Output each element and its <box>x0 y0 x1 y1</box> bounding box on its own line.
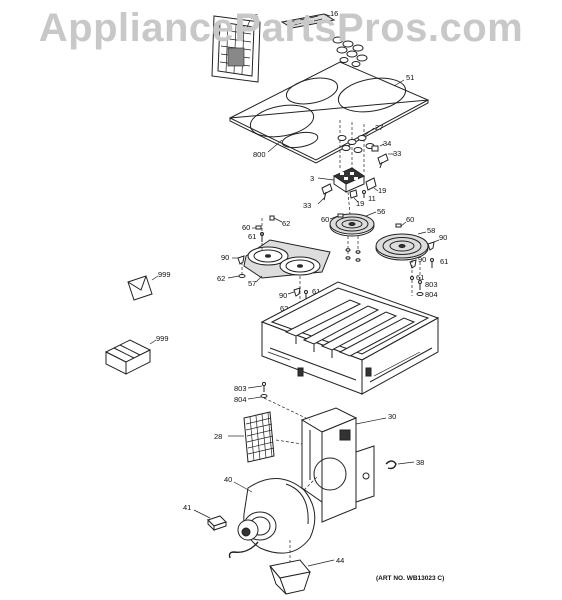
part-61-right-lower[interactable] <box>410 276 414 280</box>
label-999-envelope: 999 <box>158 270 171 279</box>
part-34-clip[interactable] <box>371 145 379 152</box>
label-90-left: 90 <box>221 253 229 262</box>
label-803-left: 803 <box>234 384 247 393</box>
label-90-lower: 90 <box>279 291 287 300</box>
knob-cluster[interactable] <box>332 36 368 67</box>
label-3: 3 <box>310 174 314 183</box>
label-11: 11 <box>368 194 376 203</box>
label-90-right-mid: 90 <box>418 255 426 264</box>
part-90-clip-left[interactable] <box>237 255 245 265</box>
part-60-bracket-left[interactable] <box>255 225 262 230</box>
label-33-right: 33 <box>393 149 401 158</box>
part-61-right[interactable] <box>430 258 434 269</box>
part-3-switch-block[interactable] <box>332 167 366 193</box>
part-56-center-element[interactable] <box>329 213 375 237</box>
label-60-center: 60 <box>321 215 329 224</box>
label-62-left-top: 62 <box>282 219 290 228</box>
label-61-lower: 61 <box>312 287 320 296</box>
part-33-clip-left[interactable] <box>321 183 333 201</box>
label-34: 34 <box>383 139 391 148</box>
cooktop-chassis-box[interactable] <box>260 281 440 395</box>
center-element-fasteners[interactable] <box>345 248 361 262</box>
part-804-washer-left[interactable] <box>260 394 268 398</box>
label-60-left: 60 <box>242 223 250 232</box>
label-16: 16 <box>330 9 338 18</box>
part-803-screw-left[interactable] <box>261 381 267 392</box>
part-76-grille[interactable] <box>211 15 261 83</box>
label-999-box: 999 <box>156 334 169 343</box>
label-28: 28 <box>214 432 222 441</box>
label-800: 800 <box>253 150 266 159</box>
part-803-screw-right[interactable] <box>418 280 422 291</box>
label-27: 27 <box>375 123 383 132</box>
part-19-bracket-right[interactable] <box>365 177 377 191</box>
label-803-right: 803 <box>425 280 438 289</box>
label-76: 76 <box>250 12 258 21</box>
part-90-clip-right-mid[interactable] <box>409 259 417 269</box>
part-804-washer-right[interactable] <box>416 292 424 296</box>
part-44-duct-transition[interactable] <box>269 559 311 595</box>
part-58-right-element[interactable] <box>375 233 429 261</box>
label-61-left: 61 <box>248 232 256 241</box>
label-51: 51 <box>406 73 414 82</box>
part-11-screw[interactable] <box>362 190 366 199</box>
part-62-bracket-left-top[interactable] <box>269 215 275 221</box>
part-40-blower-motor[interactable] <box>228 478 316 559</box>
label-61-right: 61 <box>440 257 448 266</box>
label-38: 38 <box>416 458 424 467</box>
part-28-filter-grid[interactable] <box>243 411 275 463</box>
label-30: 30 <box>388 412 396 421</box>
part-60-bracket-center[interactable] <box>337 213 344 218</box>
label-40: 40 <box>224 475 232 484</box>
part-19-bracket-left[interactable] <box>349 189 358 199</box>
label-61-right-lower: 61 <box>416 273 424 282</box>
part-999-parts-box[interactable] <box>104 339 152 375</box>
label-62-left: 62 <box>217 274 225 283</box>
label-58: 58 <box>427 226 435 235</box>
label-62-lower: 62 <box>280 304 288 313</box>
part-16-vent-trim[interactable] <box>280 13 336 29</box>
part-41-foam-pad[interactable] <box>207 515 227 532</box>
label-56: 56 <box>377 207 385 216</box>
part-38-wire-clip[interactable] <box>385 460 397 470</box>
label-57: 57 <box>248 279 256 288</box>
label-41: 41 <box>183 503 191 512</box>
part-30-blower-housing[interactable] <box>300 407 375 523</box>
part-51-glass-cooktop[interactable] <box>228 61 430 164</box>
part-90-clip-lower[interactable] <box>293 287 301 297</box>
label-44: 44 <box>336 556 344 565</box>
label-33-left: 33 <box>303 201 311 210</box>
part-60-bracket-right[interactable] <box>395 223 402 228</box>
label-19-left: 19 <box>356 199 364 208</box>
part-62-washer-left[interactable] <box>238 274 246 278</box>
label-90-right-top: 90 <box>439 233 447 242</box>
part-999-literature-envelope[interactable] <box>127 275 153 301</box>
label-804-left: 804 <box>234 395 247 404</box>
label-19-right: 19 <box>378 186 386 195</box>
part-90-clip-right-top[interactable] <box>427 241 435 251</box>
label-804-right: 804 <box>425 290 438 299</box>
part-33-clip-right[interactable] <box>377 153 389 169</box>
part-57-dual-element[interactable] <box>243 239 331 279</box>
label-60-right: 60 <box>406 215 414 224</box>
art-number: (ART NO. WB13023 C) <box>376 575 444 582</box>
